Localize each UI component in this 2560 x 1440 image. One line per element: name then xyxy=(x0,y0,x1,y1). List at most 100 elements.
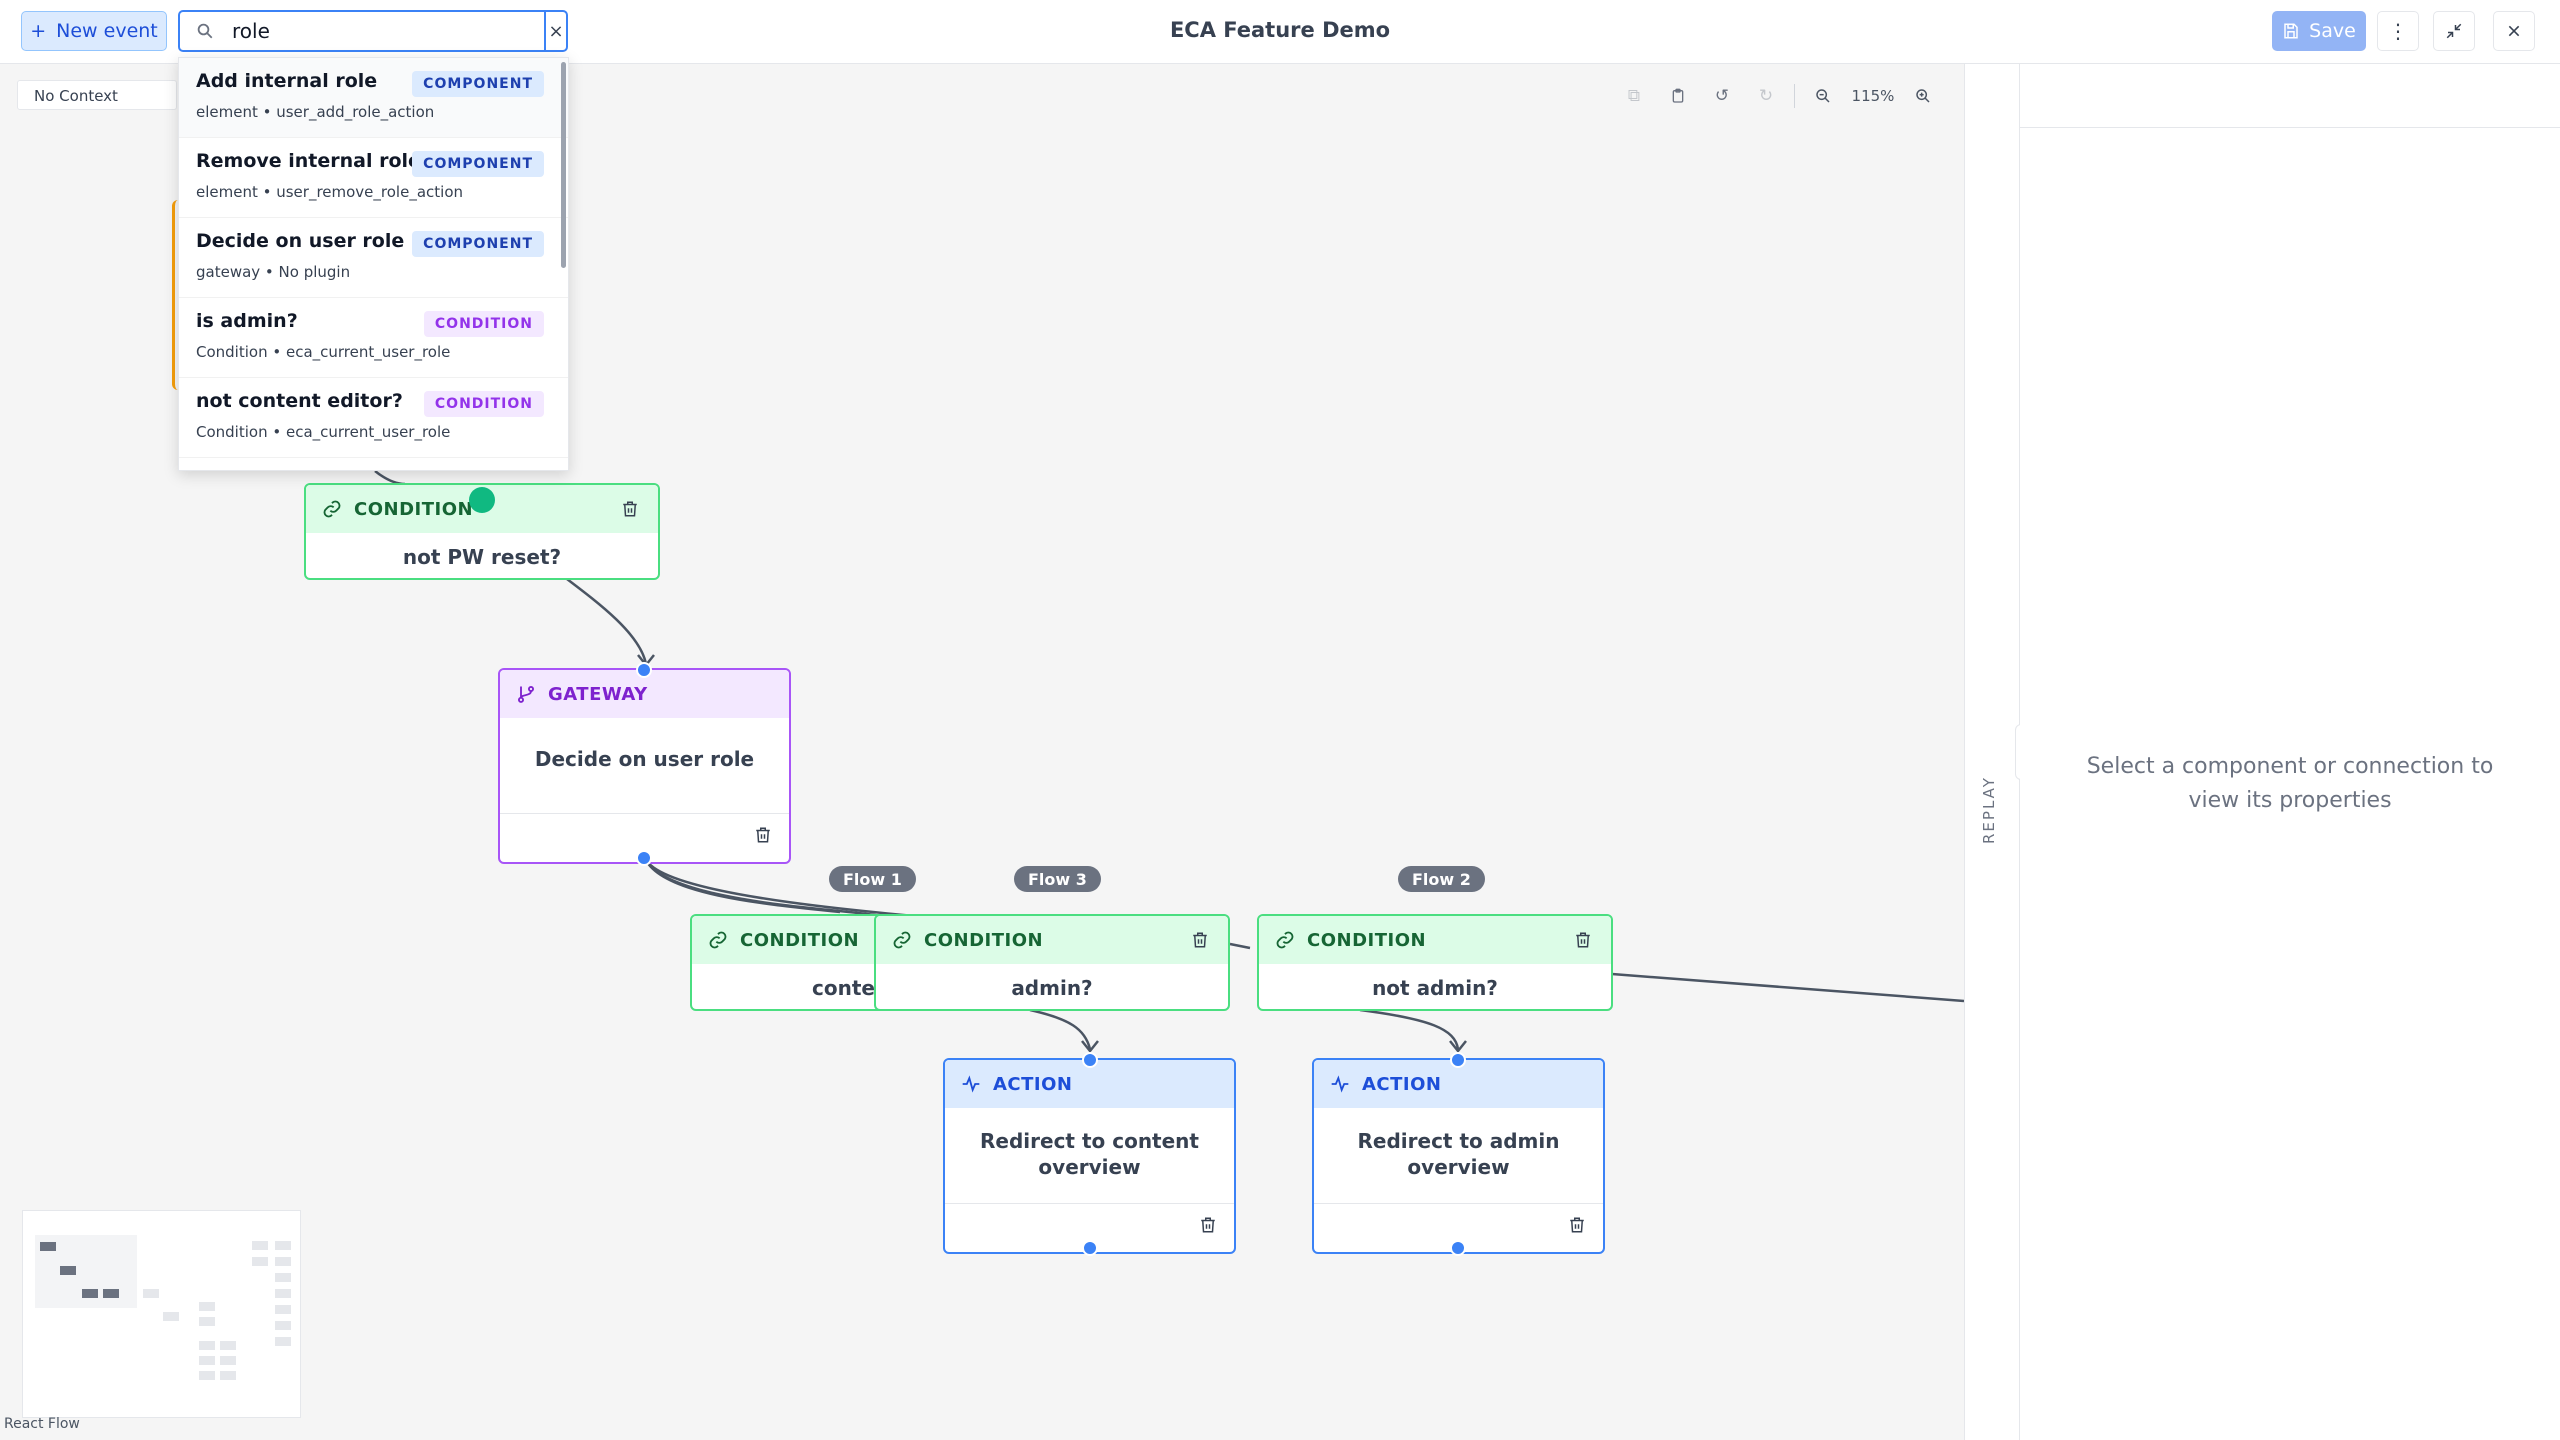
activity-icon xyxy=(962,1075,980,1093)
node-header: ACTION xyxy=(1314,1060,1603,1108)
result-subtitle: element • user_add_role_action xyxy=(196,103,435,121)
node-label: content xyxy=(812,976,888,1000)
result-name: is admin? xyxy=(196,310,298,332)
search-result-item[interactable]: is admin? Condition • eca_current_user_r… xyxy=(179,298,568,378)
action-admin-output-handle[interactable] xyxy=(1450,1240,1466,1256)
condition-node-not-admin[interactable]: CONDITION not admin? xyxy=(1257,914,1613,1011)
node-type: CONDITION xyxy=(740,929,860,951)
delete-node-icon[interactable] xyxy=(1198,1215,1218,1235)
edge-admin-to-action xyxy=(1029,1008,1092,1050)
result-subtitle: Condition • eca_current_user_role xyxy=(196,423,451,441)
save-button[interactable]: Save xyxy=(2272,11,2366,51)
result-badge: COMPONENT xyxy=(412,231,544,257)
node-header: GATEWAY xyxy=(500,670,789,718)
node-label: Decide on user role xyxy=(500,718,789,814)
node-header: CONDITION xyxy=(692,916,888,964)
new-event-label: New event xyxy=(56,20,158,42)
result-name: Remove internal role xyxy=(196,150,421,172)
new-event-button[interactable]: + New event xyxy=(21,11,167,51)
flow-label-2[interactable]: Flow 2 xyxy=(1398,866,1485,892)
copy-button[interactable]: ⧉ xyxy=(1612,78,1656,114)
result-subtitle: Condition • eca_current_user_role xyxy=(196,343,451,361)
collapse-button[interactable] xyxy=(2433,11,2475,51)
minimize-icon xyxy=(2446,23,2462,39)
undo-icon: ↺ xyxy=(1714,86,1730,106)
undo-button[interactable]: ↺ xyxy=(1700,78,1744,114)
clear-search-icon[interactable]: × xyxy=(544,12,566,50)
copy-icon: ⧉ xyxy=(1627,86,1641,106)
link-icon xyxy=(893,931,911,949)
properties-header xyxy=(2020,64,2560,128)
redo-button[interactable]: ↻ xyxy=(1744,78,1788,114)
action-admin-input-handle[interactable] xyxy=(1450,1052,1466,1068)
gateway-node-decide-role[interactable]: GATEWAY Decide on user role xyxy=(498,668,791,864)
action-content-input-handle[interactable] xyxy=(1082,1052,1098,1068)
delete-node-icon[interactable] xyxy=(753,825,773,845)
zoom-in-icon xyxy=(1916,89,1930,103)
replay-strip[interactable]: REPLAY xyxy=(1964,64,2027,1440)
result-badge: COMPONENT xyxy=(412,71,544,97)
gateway-input-handle[interactable] xyxy=(636,662,652,678)
search-result-item[interactable]: Add internal role element • user_add_rol… xyxy=(179,58,568,138)
plus-icon: + xyxy=(30,20,47,42)
react-flow-attribution[interactable]: React Flow xyxy=(4,1416,80,1432)
node-type: ACTION xyxy=(993,1073,1073,1095)
action-node-redirect-admin[interactable]: ACTION Redirect to admin overview xyxy=(1312,1058,1605,1254)
link-icon xyxy=(1276,931,1294,949)
more-options-button[interactable]: ⋮ xyxy=(2377,11,2419,51)
gateway-output-handle[interactable] xyxy=(636,850,652,866)
redo-icon: ↻ xyxy=(1758,86,1774,106)
node-type: ACTION xyxy=(1362,1073,1442,1095)
result-subtitle: gateway • No plugin xyxy=(196,263,351,281)
condition-node-admin[interactable]: CONDITION admin? xyxy=(874,914,1230,1011)
edge-notadmin-to-action xyxy=(1359,1008,1460,1050)
action-content-output-handle[interactable] xyxy=(1082,1240,1098,1256)
arrow-head-action-content xyxy=(1081,1040,1099,1054)
flow-label-1[interactable]: Flow 1 xyxy=(829,866,916,892)
edge-content-extra xyxy=(1229,942,1251,950)
node-type: GATEWAY xyxy=(548,683,648,705)
search-result-item[interactable]: Remove internal role element • user_remo… xyxy=(179,138,568,218)
link-icon xyxy=(323,500,341,518)
delete-node-icon[interactable] xyxy=(1190,930,1210,950)
node-header: CONDITION xyxy=(1259,916,1611,964)
edge-gateway-to-admin xyxy=(643,857,881,918)
dropdown-scrollbar[interactable] xyxy=(561,62,566,268)
drag-handle-dot[interactable] xyxy=(469,487,495,513)
result-subtitle: element • user_remove_role_action xyxy=(196,183,463,201)
result-badge: CONDITION xyxy=(423,311,544,337)
result-name: Add internal role xyxy=(196,70,378,92)
delete-node-icon[interactable] xyxy=(1567,1215,1587,1235)
search-input[interactable]: role × xyxy=(178,10,568,52)
search-results-dropdown: Add internal role element • user_add_rol… xyxy=(178,57,569,471)
flow-label-3[interactable]: Flow 3 xyxy=(1014,866,1101,892)
node-type: CONDITION xyxy=(1307,929,1427,951)
event-node-edge[interactable] xyxy=(172,200,178,390)
node-type: CONDITION xyxy=(924,929,1044,951)
clipboard-icon xyxy=(1672,88,1684,103)
context-select[interactable]: No Context xyxy=(17,80,177,110)
result-badge: CONDITION xyxy=(423,391,544,417)
zoom-out-icon xyxy=(1816,89,1830,103)
minimap[interactable] xyxy=(22,1210,301,1418)
edge-pw-to-gateway xyxy=(562,575,648,665)
delete-node-icon[interactable] xyxy=(1573,930,1593,950)
condition-node-content[interactable]: CONDITION content xyxy=(690,914,890,1011)
result-badge: COMPONENT xyxy=(412,151,544,177)
zoom-out-button[interactable] xyxy=(1801,78,1845,114)
result-name: Decide on user role xyxy=(196,230,405,252)
save-icon xyxy=(2284,23,2298,39)
action-node-redirect-content[interactable]: ACTION Redirect to content overview xyxy=(943,1058,1236,1254)
link-icon xyxy=(709,931,727,949)
paste-button[interactable] xyxy=(1656,78,1700,114)
node-label: Redirect to content overview xyxy=(945,1108,1234,1204)
zoom-in-button[interactable] xyxy=(1901,78,1945,114)
delete-node-icon[interactable] xyxy=(620,499,640,519)
node-label: Redirect to admin overview xyxy=(1314,1108,1603,1204)
search-result-item[interactable]: not content editor? Condition • eca_curr… xyxy=(179,378,568,458)
edge-notadmin-out xyxy=(1611,972,1964,1003)
activity-icon xyxy=(1331,1075,1349,1093)
close-button[interactable] xyxy=(2493,11,2535,51)
save-label: Save xyxy=(2309,20,2356,42)
search-result-item[interactable]: Decide on user role gateway • No plugin … xyxy=(179,218,568,298)
